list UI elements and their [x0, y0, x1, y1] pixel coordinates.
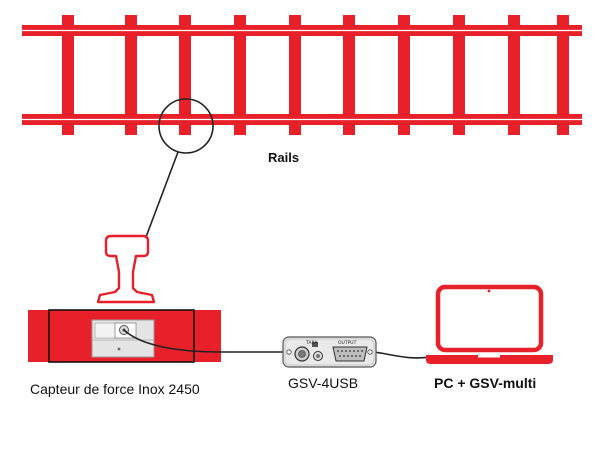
- sleeper: [398, 15, 410, 135]
- force-sensor: [91, 319, 155, 358]
- computer-label: PC + GSV-multi: [434, 375, 537, 391]
- usb-cable: [373, 351, 431, 359]
- sleeper: [125, 15, 137, 135]
- railway-track: [22, 15, 582, 135]
- sensor-label: Capteur de force Inox 2450: [30, 381, 200, 397]
- laptop-base: [426, 355, 553, 364]
- sleepers: [62, 15, 569, 135]
- sensor-cable: [123, 329, 286, 353]
- sleeper: [179, 15, 191, 135]
- tare-button: [312, 342, 318, 347]
- output-label: OUTPUT: [338, 340, 357, 346]
- laptop-camera: [487, 289, 491, 293]
- sleeper: [289, 15, 301, 135]
- amplifier-label: GSV-4USB: [288, 375, 359, 391]
- sensor-frame: [48, 309, 195, 363]
- sub-d-connector: [332, 346, 368, 362]
- sleeper: [343, 15, 355, 135]
- laptop-screen: [435, 284, 544, 353]
- rail-profile: [96, 234, 156, 304]
- sleeper: [453, 15, 465, 135]
- gsv-4usb-device: TARA OUTPUT: [282, 336, 377, 368]
- magnifier-pointer-line: [145, 151, 179, 238]
- sleeper: [234, 15, 246, 135]
- laptop-icon: [426, 284, 553, 364]
- sleeper: [508, 15, 520, 135]
- sleeper: [62, 15, 74, 135]
- rails-label: Rails: [268, 150, 300, 165]
- magnifier-circle: [158, 98, 214, 154]
- sleeper: [557, 15, 569, 135]
- tara-label: TARA: [305, 340, 318, 346]
